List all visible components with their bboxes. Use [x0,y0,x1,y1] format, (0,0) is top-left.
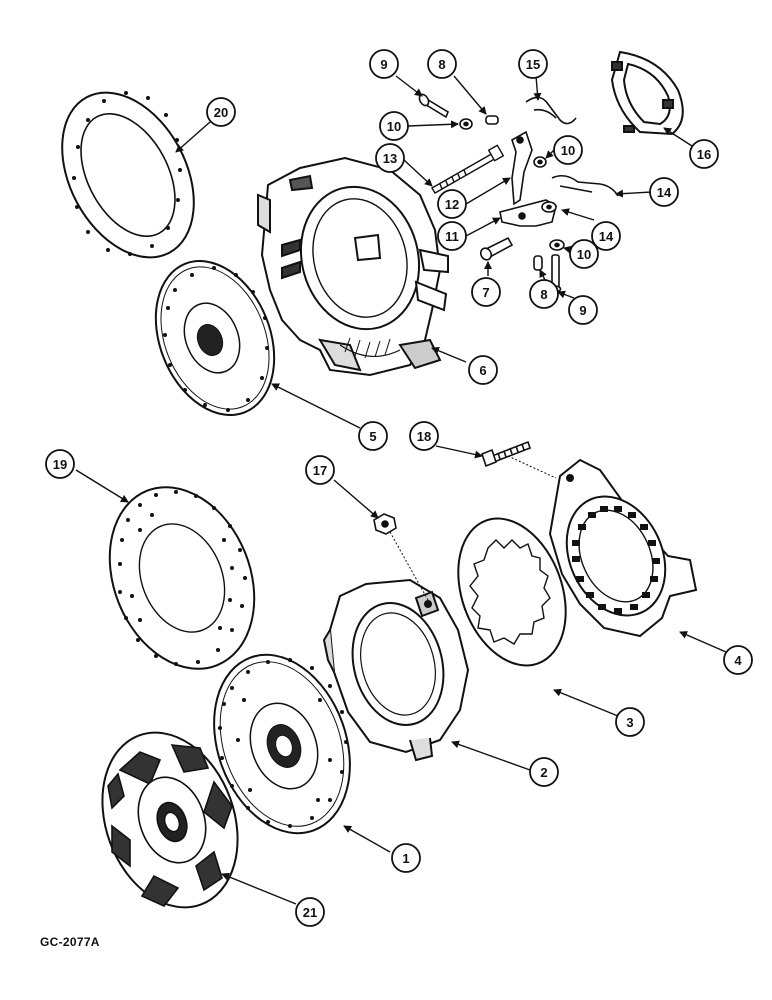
part-4-pressure-plate-cover [548,458,698,638]
callout-3: 3 [615,707,645,737]
svg-text:3: 3 [626,715,633,730]
callout-18: 18 [409,421,439,451]
svg-text:16: 16 [697,147,711,162]
svg-text:10: 10 [561,143,575,158]
part-5-driven-disc [154,260,276,416]
part-17-nut [373,513,397,535]
svg-text:5: 5 [369,429,376,444]
svg-text:11: 11 [445,229,459,244]
svg-text:1: 1 [402,851,409,866]
part-20-gasket [61,91,195,259]
svg-text:9: 9 [380,57,387,72]
part-13-adjusting-bolt [431,144,505,194]
callout-21: 21 [295,897,325,927]
part-16-retainer [610,50,684,136]
figure-code: GC-2077A [40,935,100,949]
callout-10-c: 10 [569,239,599,269]
callout-15: 15 [518,49,548,79]
svg-text:21: 21 [303,905,317,920]
svg-text:17: 17 [313,463,327,478]
leader-lines [75,75,727,905]
part-1-driven-disc [213,653,351,835]
svg-text:19: 19 [53,457,67,472]
svg-text:10: 10 [387,119,401,134]
callout-19: 19 [45,449,75,479]
callout-6: 6 [468,355,498,385]
svg-text:2: 2 [540,765,547,780]
svg-text:6: 6 [479,363,486,378]
callout-14-b: 14 [591,221,621,251]
part-10-washer-top-left [459,118,473,130]
svg-text:14: 14 [657,185,672,200]
part-19-facing-plate [108,486,256,670]
svg-text:20: 20 [214,105,228,120]
part-18-bolt [481,440,531,468]
svg-text:18: 18 [417,429,431,444]
callout-2: 2 [529,757,559,787]
callout-8-lower: 8 [529,279,559,309]
part-10-washer-mid [541,201,557,213]
svg-text:14: 14 [599,229,614,244]
part-6-clutch-housing [257,156,449,377]
callout-12: 12 [437,189,467,219]
callout-8-top: 8 [427,49,457,79]
callout-10-a: 10 [379,111,409,141]
svg-text:7: 7 [482,285,489,300]
callout-16: 16 [689,139,719,169]
part-3-spring-plate [457,517,567,667]
callout-9-lower: 9 [568,295,598,325]
callout-5: 5 [358,421,388,451]
callout-11: 11 [437,221,467,251]
part-8-bushing-top [485,115,499,125]
callout-13: 13 [375,143,405,173]
part-15-spring-clip [525,96,577,125]
part-10-washer-top-right [533,156,547,168]
svg-text:10: 10 [577,247,591,262]
svg-text:8: 8 [438,57,445,72]
part-14-spring-clip-right [551,174,619,197]
callout-7: 7 [471,277,501,307]
callout-4: 4 [723,645,753,675]
part-10-washer-lower [549,239,565,251]
svg-text:4: 4 [734,653,742,668]
callout-20: 20 [206,97,236,127]
callout-9-top: 9 [369,49,399,79]
part-21-segmented-disc [101,731,239,909]
svg-text:15: 15 [526,57,540,72]
svg-text:9: 9 [579,303,586,318]
part-9-pin-top [418,93,449,119]
callout-17: 17 [305,455,335,485]
callout-14-a: 14 [649,177,679,207]
svg-text:13: 13 [383,151,397,166]
part-7-pivot-pin [479,236,514,261]
part-2-pressure-plate [322,578,470,762]
callout-10-b: 10 [553,135,583,165]
callout-1: 1 [391,843,421,873]
part-12-release-lever [511,130,533,206]
svg-text:12: 12 [445,197,459,212]
svg-text:8: 8 [540,287,547,302]
part-8-bushing-lower [533,255,543,271]
